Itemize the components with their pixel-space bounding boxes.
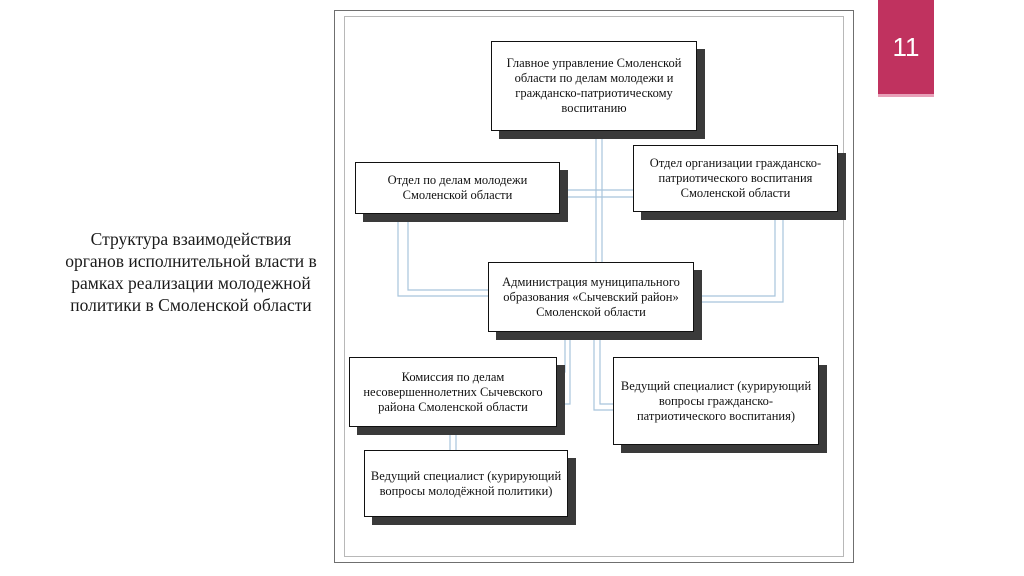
connector-youth-to-municipal-2	[407, 218, 488, 291]
node-youth-specialist: Ведущий специалист (курирующий вопросы м…	[364, 450, 568, 517]
connector-municipal-to-patriotic-specialist	[593, 332, 613, 411]
node-main-directorate: Главное управление Смоленской области по…	[491, 41, 697, 131]
slide-number-badge: 11	[878, 0, 934, 97]
connector-patriotic-to-municipal-2	[694, 215, 784, 303]
node-minors-commission-label: Комиссия по делам несовершеннолетних Сыч…	[363, 369, 543, 414]
node-patriotic-specialist-label: Ведущий специалист (курирующий вопросы г…	[620, 378, 812, 423]
node-patriotic-department-label: Отдел организации гражданско-патриотичес…	[649, 156, 822, 200]
connector-municipal-to-commission-2	[556, 332, 571, 405]
node-patriotic-specialist: Ведущий специалист (курирующий вопросы г…	[613, 357, 819, 445]
connector-municipal-to-patriotic-specialist-2	[599, 332, 613, 405]
diagram-frame	[334, 10, 854, 563]
node-youth-department-label: Отдел по делам молодежи Смоленской облас…	[387, 173, 528, 202]
slide-number: 11	[892, 31, 920, 62]
connector-municipal-to-commission	[556, 332, 566, 373]
node-minors-commission: Комиссия по делам несовершеннолетних Сыч…	[349, 357, 557, 427]
connector-patriotic-to-municipal	[694, 215, 776, 297]
node-youth-specialist-label: Ведущий специалист (курирующий вопросы м…	[370, 468, 562, 498]
slide-caption: Структура взаимодействия органов исполни…	[65, 229, 317, 315]
node-municipal-administration: Администрация муниципального образования…	[488, 262, 694, 332]
diagram-inner-frame	[344, 16, 844, 557]
node-youth-department: Отдел по делам молодежи Смоленской облас…	[355, 162, 560, 214]
node-patriotic-department: Отдел организации гражданско-патриотичес…	[633, 145, 838, 212]
connector-youth-to-municipal	[397, 218, 488, 297]
node-main-directorate-label: Главное управление Смоленской области по…	[506, 56, 682, 115]
node-municipal-administration-label: Администрация муниципального образования…	[502, 274, 680, 319]
